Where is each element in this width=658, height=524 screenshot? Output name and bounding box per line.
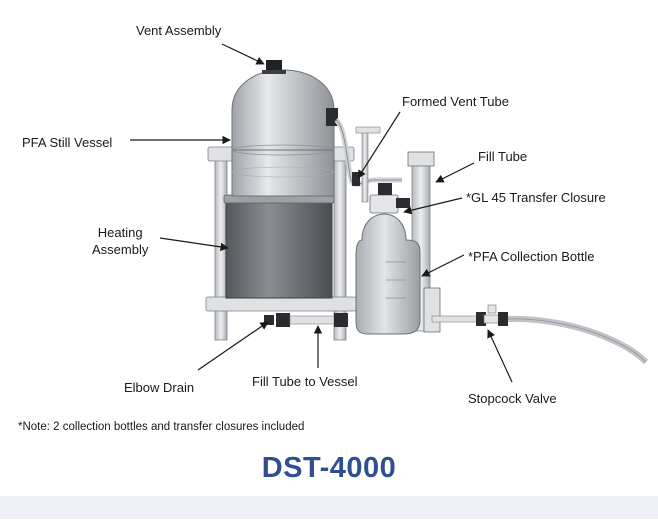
leader-arrows — [130, 43, 513, 383]
still-vessel-shape — [231, 60, 338, 197]
label-still-vessel: PFA Still Vessel — [22, 135, 113, 150]
collection-bottle-shape — [355, 213, 421, 335]
bottom-band — [0, 496, 658, 519]
transfer-closure-shape — [369, 183, 410, 214]
label-fill-tube: Fill Tube — [478, 149, 528, 164]
model-title: DST-4000 — [261, 452, 397, 484]
label-formed-vent-tube: Formed Vent Tube — [402, 94, 509, 109]
label-transfer-closure: *GL 45 Transfer Closure — [466, 190, 606, 205]
label-vent-assembly: Vent Assembly — [136, 23, 222, 38]
bottle-stand — [355, 126, 381, 203]
label-stopcock-valve: Stopcock Valve — [468, 391, 557, 406]
heating-assembly-shape — [223, 194, 335, 299]
fill-tube-to-vessel-shape — [264, 313, 348, 327]
label-heating-assembly: Heating Assembly — [92, 224, 148, 258]
label-heating-line1: Heating — [97, 225, 143, 240]
label-heating-line2: Assembly — [92, 242, 149, 257]
label-fill-tube-to-vessel: Fill Tube to Vessel — [252, 374, 358, 389]
label-collection-bottle: *PFA Collection Bottle — [468, 249, 595, 264]
stopcock-line-shape — [431, 304, 649, 365]
label-elbow-drain: Elbow Drain — [124, 380, 195, 395]
footnote: *Note: 2 collection bottles and transfer… — [18, 421, 305, 433]
